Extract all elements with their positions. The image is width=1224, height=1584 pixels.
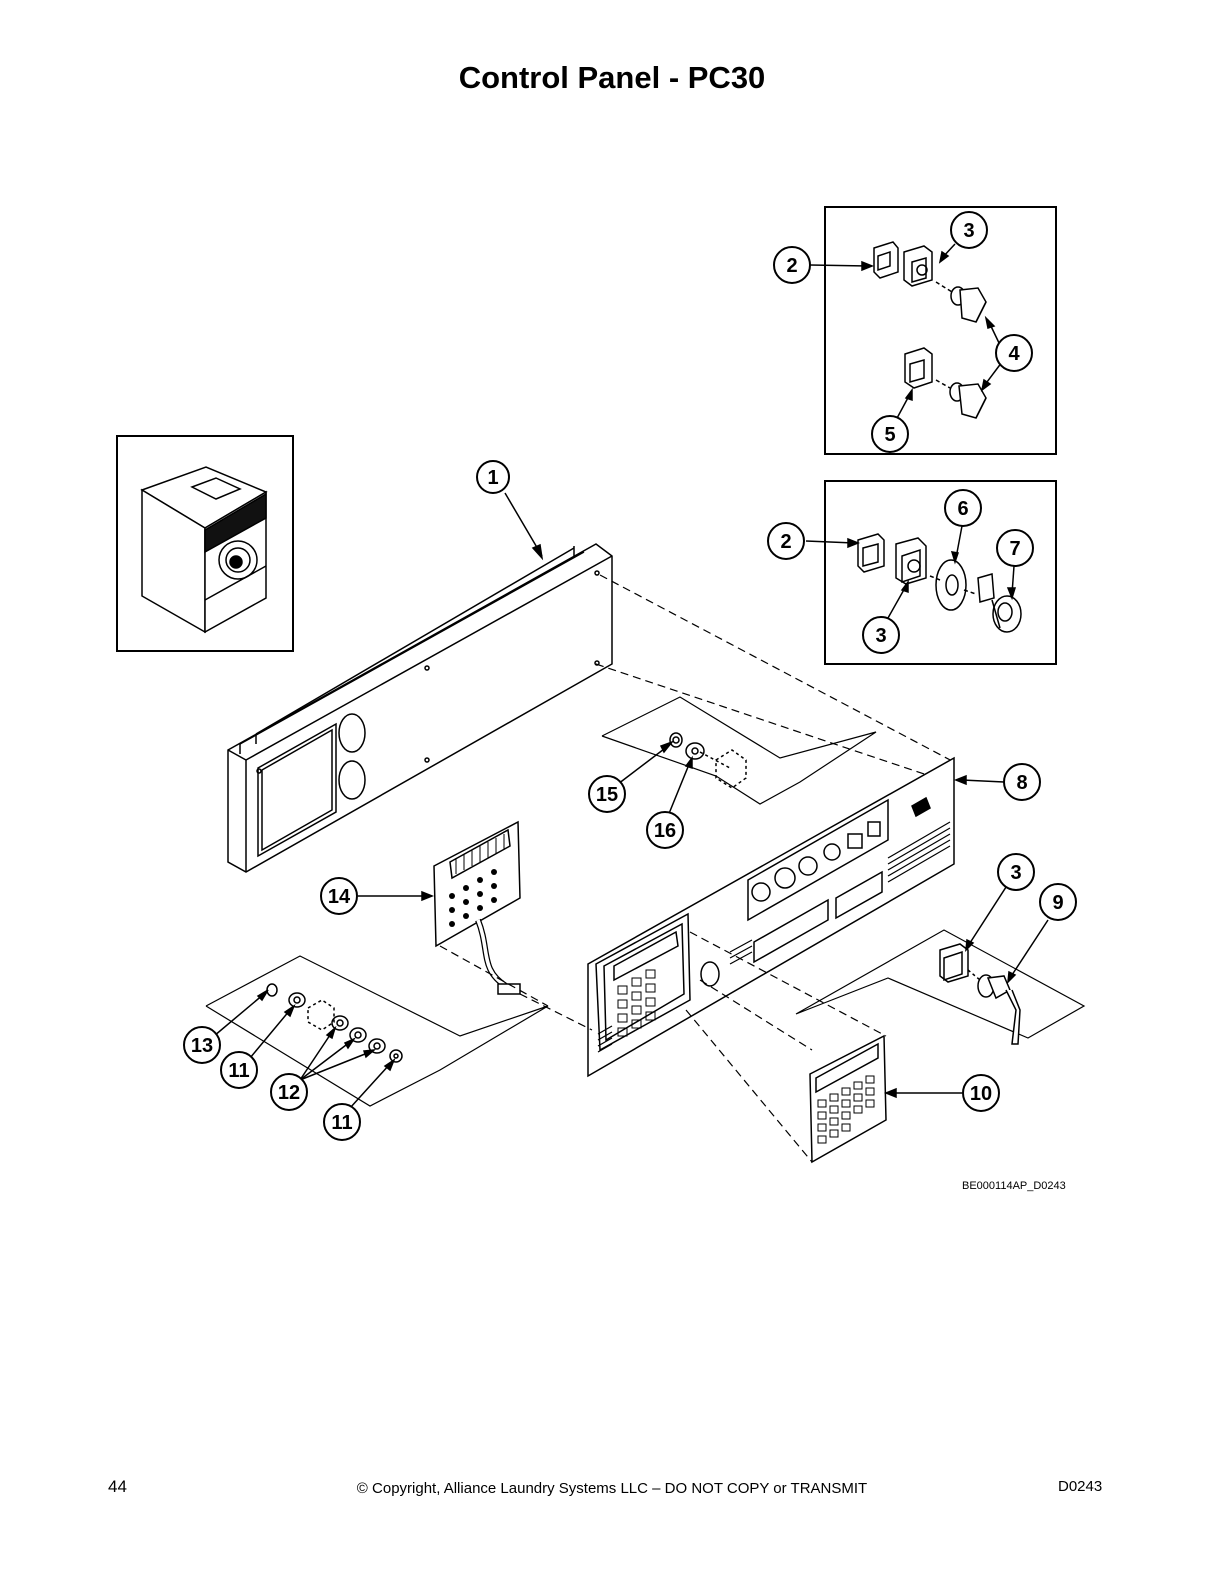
svg-text:7: 7 (1009, 538, 1020, 560)
svg-text:3: 3 (1010, 862, 1021, 884)
detail-box-selector-switches (824, 206, 1057, 455)
drawing-code: BE000114AP_D0243 (962, 1180, 1066, 1192)
svg-text:15: 15 (596, 784, 618, 806)
callout-12: 12 (270, 1073, 308, 1111)
key-switch-detail (795, 929, 1086, 1045)
svg-text:16: 16 (654, 820, 676, 842)
callout-3-key-switch: 3 (997, 853, 1035, 891)
callout-11-left: 11 (220, 1051, 258, 1089)
svg-text:2: 2 (780, 531, 791, 553)
svg-text:10: 10 (970, 1083, 992, 1105)
detail-box-emergency-stop (824, 480, 1057, 665)
callout-13: 13 (183, 1026, 221, 1064)
svg-text:8: 8 (1016, 772, 1027, 794)
callout-5: 5 (871, 415, 909, 453)
svg-text:14: 14 (328, 886, 351, 908)
callout-2-upper: 2 (773, 246, 811, 284)
callout-16: 16 (646, 811, 684, 849)
callout-6: 6 (944, 489, 982, 527)
machine-overview-inset (116, 435, 294, 652)
keypad-overlay (685, 931, 887, 1164)
svg-text:11: 11 (331, 1112, 352, 1134)
page-title: Control Panel - PC30 (458, 60, 766, 95)
callout-1: 1 (476, 460, 510, 494)
svg-text:13: 13 (191, 1035, 213, 1057)
svg-text:1: 1 (487, 467, 498, 489)
copyright-notice: © Copyright, Alliance Laundry Systems LL… (356, 1480, 868, 1497)
back-panel (227, 543, 613, 873)
callout-15: 15 (588, 775, 626, 813)
mounting-hardware-detail-upper (601, 696, 877, 805)
callout-4: 4 (995, 334, 1033, 372)
svg-text:6: 6 (957, 498, 968, 520)
svg-text:12: 12 (278, 1082, 300, 1104)
callout-10: 10 (962, 1074, 1000, 1112)
callout-9: 9 (1039, 883, 1077, 921)
callout-3-box-b: 3 (862, 616, 900, 654)
callout-3-upper: 3 (950, 211, 988, 249)
svg-text:9: 9 (1052, 892, 1063, 914)
callout-7: 7 (996, 529, 1034, 567)
svg-text:4: 4 (1008, 343, 1020, 365)
svg-text:3: 3 (875, 625, 886, 647)
callout-14: 14 (320, 877, 358, 915)
keypad-circuit-board (433, 820, 593, 1031)
svg-text:3: 3 (963, 220, 974, 242)
front-overlay-panel (587, 756, 955, 1078)
callout-2-lower: 2 (767, 522, 805, 560)
callout-11-right: 11 (323, 1103, 361, 1141)
page-number: 44 (108, 1477, 127, 1496)
svg-text:2: 2 (786, 255, 797, 277)
callout-8: 8 (1003, 763, 1041, 801)
svg-text:11: 11 (228, 1060, 249, 1082)
svg-text:5: 5 (884, 424, 895, 446)
document-code: D0243 (1058, 1478, 1103, 1495)
